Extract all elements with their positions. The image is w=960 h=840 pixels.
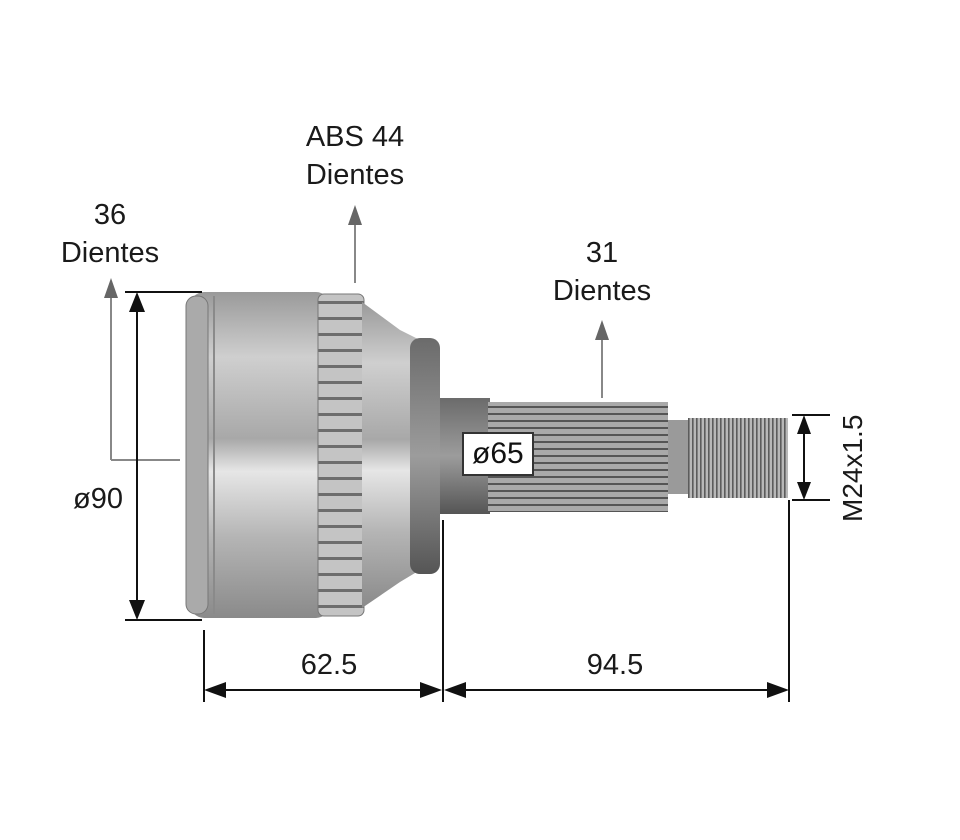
bell-housing [185, 292, 330, 618]
abs-ring [317, 293, 365, 617]
thread-label: M24x1.5 [837, 414, 868, 522]
body-length-label: 62.5 [300, 649, 358, 681]
outer-teeth-label: 36 Dientes [45, 196, 175, 272]
pointer-arrows [104, 205, 609, 461]
shaft-teeth-line1: 31 [585, 237, 619, 269]
seal-diameter-label: ø65 [462, 432, 534, 476]
tapered-neck [362, 302, 440, 608]
shaft-teeth-label: 31 Dientes [537, 234, 667, 310]
outer-teeth-line2: Dientes [60, 237, 160, 269]
dimension-lines [125, 291, 830, 702]
shaft-length-label: 94.5 [586, 649, 644, 681]
shaft-teeth-line2: Dientes [552, 275, 652, 307]
outer-diameter-label: ø90 [73, 483, 123, 515]
abs-teeth-line2: Dientes [305, 159, 405, 191]
abs-teeth-line1: ABS 44 [305, 121, 405, 153]
outer-teeth-line1: 36 [93, 199, 127, 231]
threaded-stub [668, 418, 788, 498]
abs-teeth-label: ABS 44 Dientes [290, 118, 420, 194]
